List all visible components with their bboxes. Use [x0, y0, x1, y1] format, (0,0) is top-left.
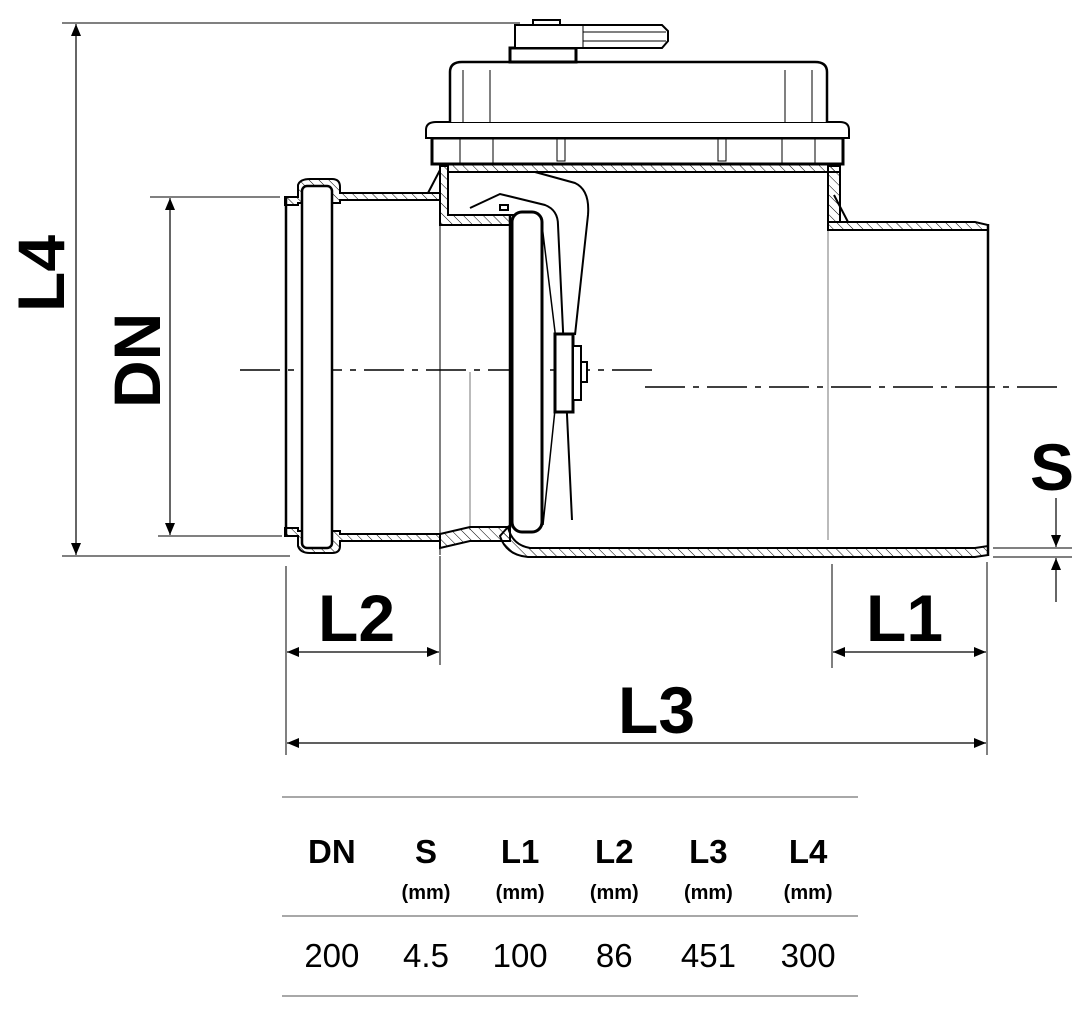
cell-dn: 200 [282, 916, 382, 997]
label-s: S [1030, 430, 1074, 504]
socket-end [284, 178, 441, 554]
col-unit-l2: (mm) [569, 871, 659, 917]
flap-disc [469, 171, 590, 534]
col-header-l4: L4 [788, 833, 828, 870]
label-dn: DN [100, 313, 174, 408]
dimension-l2: L2 [285, 556, 441, 755]
cell-l4: 300 [758, 916, 858, 997]
label-l4: L4 [4, 235, 78, 312]
dimension-l3: L3 [287, 673, 986, 748]
col-unit-s: (mm) [381, 871, 471, 917]
col-unit-dn [282, 871, 382, 917]
table-top-rule [282, 796, 858, 798]
label-l1: L1 [866, 581, 943, 655]
table-header-row: DN S L1 L2 L3 L4 [282, 797, 858, 871]
valve-technical-drawing: L4 DN [4, 19, 1074, 755]
col-unit-l4: (mm) [758, 871, 858, 917]
col-header-l2: L2 [595, 833, 634, 870]
cell-l1: 100 [470, 916, 570, 997]
col-header-s: S [414, 833, 437, 870]
col-header-l1: L1 [500, 833, 540, 870]
col-unit-l1: (mm) [470, 871, 570, 917]
label-l2: L2 [318, 581, 395, 655]
col-unit-l3: (mm) [658, 871, 759, 917]
dimension-l4: L4 [4, 22, 520, 557]
dimension-dn: DN [100, 196, 282, 537]
label-l3: L3 [618, 673, 695, 747]
cell-l2: 86 [569, 916, 659, 997]
cell-l3: 451 [658, 916, 759, 997]
dimensions-table: DN S L1 L2 L3 L4 (mm) (mm) (mm) (mm) (mm… [282, 797, 858, 997]
dimension-l1: L1 [831, 562, 988, 755]
table-row: 200 4.5 100 86 451 300 [282, 916, 858, 997]
centerline [240, 369, 1060, 388]
col-header-dn: DN [308, 833, 356, 870]
cell-s: 4.5 [381, 916, 471, 997]
dimension-s: S [993, 430, 1074, 602]
col-header-l3: L3 [689, 833, 728, 870]
inspection-cover [425, 19, 850, 166]
table-unit-row: (mm) (mm) (mm) (mm) (mm) [282, 871, 858, 917]
